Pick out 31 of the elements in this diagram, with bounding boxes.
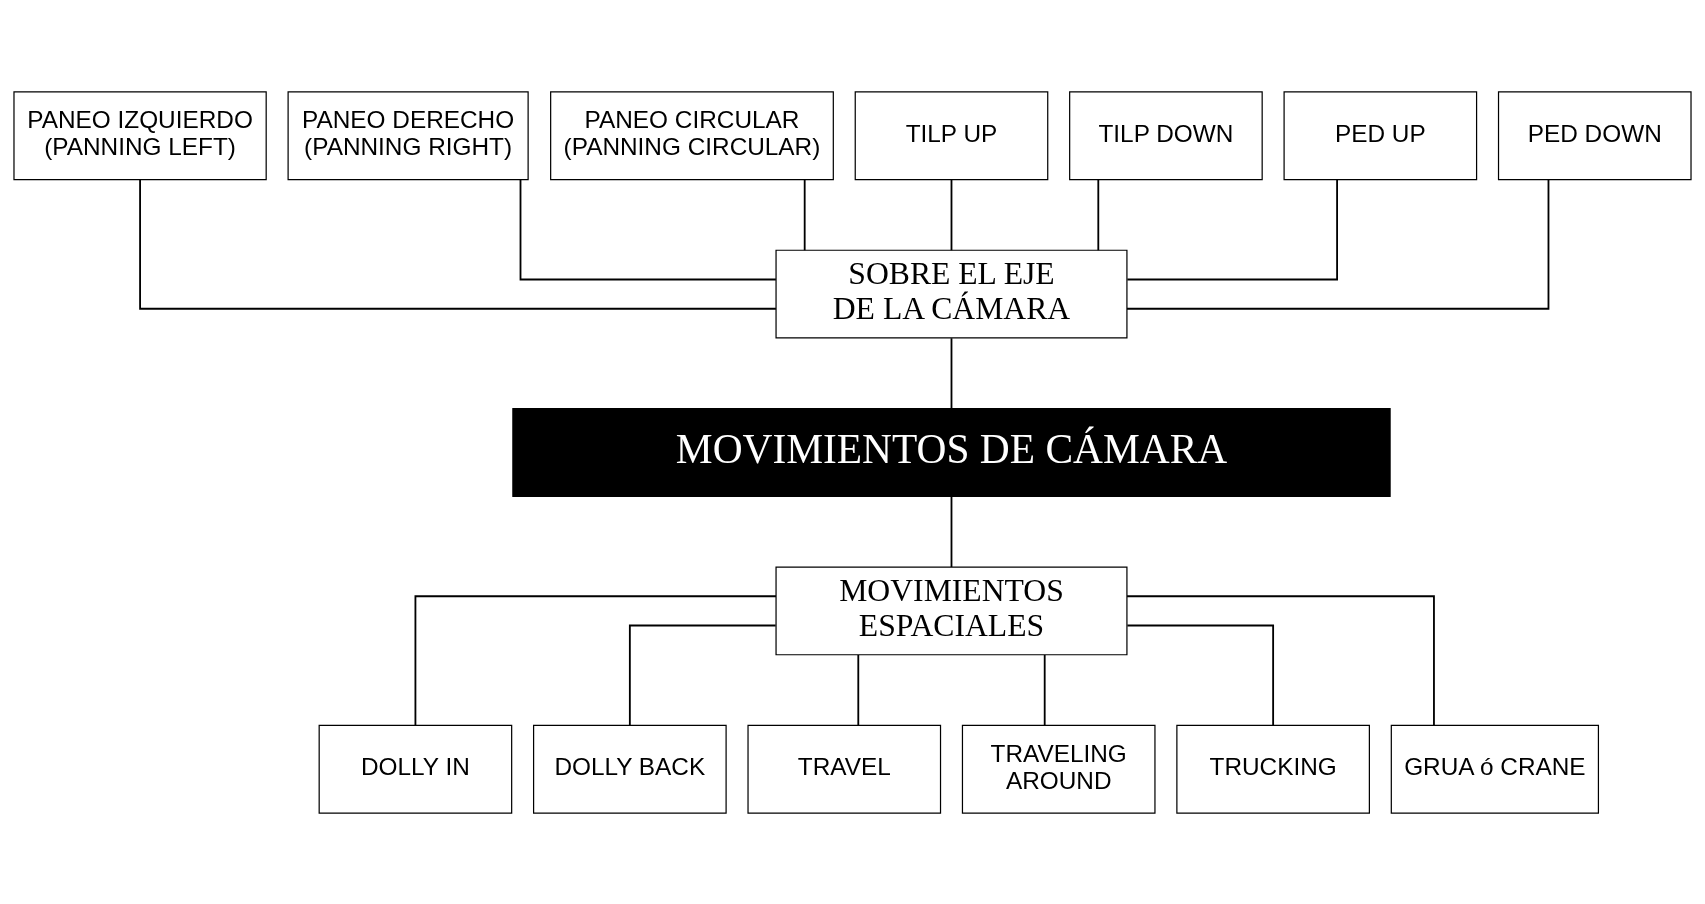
node-box: TRUCKING	[1176, 724, 1370, 814]
connector	[1126, 178, 1550, 310]
connector	[1126, 624, 1275, 726]
connector	[628, 624, 777, 726]
connector	[139, 178, 777, 310]
connector	[1126, 594, 1435, 726]
connector	[803, 178, 806, 251]
node-box: TRAVEL	[747, 724, 942, 814]
node-box: PANEO IZQUIERDO (PANNING LEFT)	[13, 90, 267, 180]
node-box: MOVIMIENTOS ESPACIALES	[775, 565, 1128, 655]
connector	[414, 594, 777, 726]
node-box: SOBRE EL EJE DE LA CÁMARA	[775, 249, 1128, 339]
connector	[950, 336, 953, 410]
node-box: TILP DOWN	[1069, 90, 1263, 180]
connector	[950, 178, 953, 251]
node-box: PED UP	[1283, 90, 1478, 180]
connector	[519, 178, 777, 280]
node-box: GRUA ó CRANE	[1390, 724, 1600, 814]
node-box: MOVIMIENTOS DE CÁMARA	[512, 407, 1391, 497]
node-box: TILP UP	[854, 90, 1049, 180]
node-box: DOLLY BACK	[533, 724, 727, 814]
node-box: PANEO CIRCULAR (PANNING CIRCULAR)	[550, 90, 834, 180]
connector	[950, 495, 953, 568]
connector	[1043, 653, 1046, 726]
node-box: PANEO DERECHO (PANNING RIGHT)	[287, 90, 529, 180]
node-box: DOLLY IN	[318, 724, 513, 814]
connector	[857, 653, 860, 726]
connector	[1126, 178, 1338, 280]
node-box: PED DOWN	[1497, 90, 1692, 180]
connector	[1097, 178, 1100, 251]
node-box: TRAVELING AROUND	[961, 724, 1156, 814]
